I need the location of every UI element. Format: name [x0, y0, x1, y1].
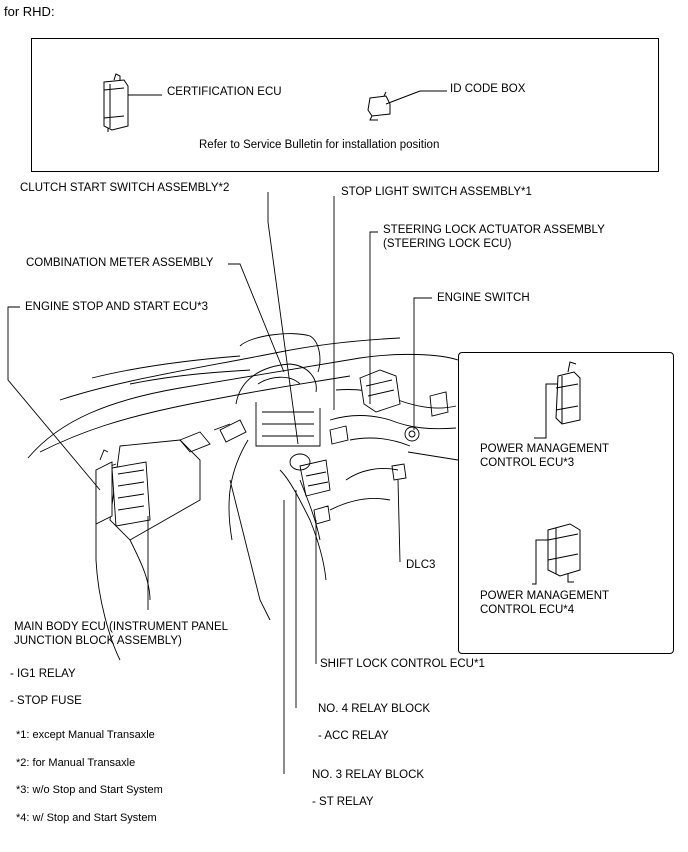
- no3-relay-block-label: NO. 3 RELAY BLOCK: [312, 769, 425, 781]
- id-code-box-icon: [367, 90, 447, 121]
- combination-meter-label: COMBINATION METER ASSEMBLY: [26, 257, 214, 269]
- installation-note: Refer to Service Bulletin for installati…: [199, 139, 440, 151]
- pmc-ecu3-label-2: CONTROL ECU*3: [480, 457, 575, 469]
- certification-ecu-label: CERTIFICATION ECU: [167, 86, 282, 98]
- pmc-ecu3-label-1: POWER MANAGEMENT: [480, 443, 610, 455]
- diagram-header: for RHD:: [4, 4, 55, 19]
- certification-ecu-icon: [103, 73, 162, 132]
- engine-switch-label: ENGINE SWITCH: [437, 292, 530, 304]
- pmc-ecu4-label-2: CONTROL ECU*4: [480, 604, 575, 616]
- pmc-ecu4-label-1: POWER MANAGEMENT: [480, 590, 610, 602]
- acc-relay-label: - ACC RELAY: [318, 730, 389, 742]
- st-relay-label: - ST RELAY: [312, 796, 374, 808]
- shift-lock-ecu-label: SHIFT LOCK CONTROL ECU*1: [320, 658, 485, 670]
- steering-lock-label-2: (STEERING LOCK ECU): [383, 238, 512, 250]
- dlc3-label: DLC3: [406, 559, 436, 571]
- footnote-1: *1: except Manual Transaxle: [16, 729, 155, 741]
- steering-lock-label-1: STEERING LOCK ACTUATOR ASSEMBLY: [383, 224, 605, 236]
- engine-stop-start-ecu-label: ENGINE STOP AND START ECU*3: [25, 301, 208, 313]
- footnote-4: *4: w/ Stop and Start System: [16, 812, 157, 824]
- leader-lines: [7, 192, 459, 774]
- footnote-3: *3: w/o Stop and Start System: [16, 784, 163, 796]
- stop-fuse-label: - STOP FUSE: [10, 695, 82, 707]
- no4-relay-block-label: NO. 4 RELAY BLOCK: [318, 703, 431, 715]
- power-management-ecu3-icon: [534, 361, 581, 439]
- main-body-ecu-label-1: MAIN BODY ECU (INSTRUMENT PANEL: [14, 621, 229, 633]
- installation-note-box: [31, 38, 659, 172]
- clutch-start-switch-label: CLUTCH START SWITCH ASSEMBLY*2: [20, 182, 230, 194]
- instrument-panel-drawing: [27, 333, 459, 661]
- footnote-2: *2: for Manual Transaxle: [16, 757, 136, 769]
- power-management-ecu4-icon: [532, 523, 581, 585]
- id-code-box-label: ID CODE BOX: [450, 83, 526, 95]
- stop-light-switch-label: STOP LIGHT SWITCH ASSEMBLY*1: [341, 186, 532, 198]
- ecu-inset-box: [458, 352, 674, 654]
- main-body-ecu-label-2: JUNCTION BLOCK ASSEMBLY): [14, 635, 182, 647]
- ig1-relay-label: - IG1 RELAY: [10, 668, 76, 680]
